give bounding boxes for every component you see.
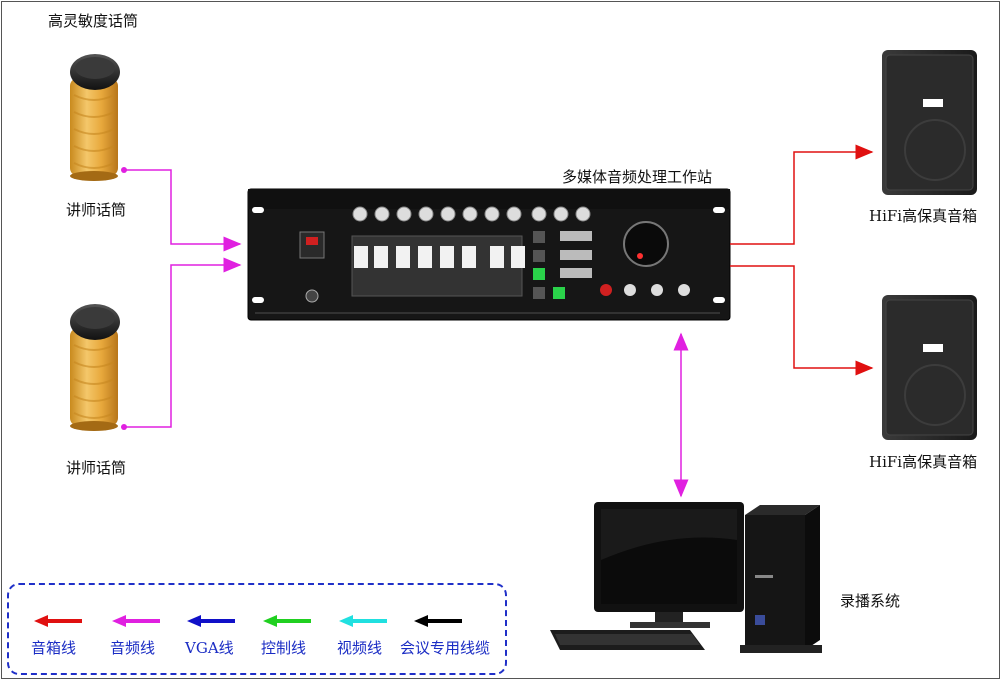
station-label: 多媒体音频处理工作站 [562, 168, 713, 186]
legend-conference-cable: 会议专用线缆 [400, 639, 491, 657]
legend-video-line: 视频线 [337, 639, 383, 657]
mic-type-label: 高灵敏度话筒 [48, 12, 139, 30]
speaker-1-icon [882, 50, 977, 195]
speaker-line-1 [730, 144, 874, 245]
mic1-label: 讲师话筒 [66, 201, 127, 219]
legend: 音箱线 音频线 VGA线 控制线 视频线 会议专用线缆 [7, 583, 507, 675]
legend-arrow-control [263, 615, 311, 627]
legend-arrow-video [339, 615, 387, 627]
legend-arrow-conference [414, 615, 462, 627]
mixer-device-icon [247, 188, 731, 321]
mic2-label: 讲师话筒 [66, 459, 127, 477]
legend-arrow-audio [112, 615, 160, 627]
computer-icon [550, 502, 822, 653]
audio-line-mic1 [121, 167, 242, 252]
speaker-2-icon [882, 295, 977, 440]
legend-speaker-line: 音箱线 [31, 639, 77, 657]
speaker2-label: HiFi高保真音箱 [869, 453, 978, 471]
legend-control-line: 控制线 [261, 639, 307, 657]
audio-line-mic2 [121, 257, 242, 430]
legend-audio-line: 音频线 [110, 639, 156, 657]
legend-arrow-speaker [34, 615, 82, 627]
speaker1-label: HiFi高保真音箱 [869, 207, 978, 225]
microphone-2-icon [70, 304, 120, 431]
legend-arrow-vga [187, 615, 235, 627]
microphone-1-icon [70, 54, 120, 181]
recorder-label: 录播系统 [840, 592, 901, 610]
speaker-line-2 [730, 265, 874, 376]
legend-vga-line: VGA线 [185, 639, 234, 657]
